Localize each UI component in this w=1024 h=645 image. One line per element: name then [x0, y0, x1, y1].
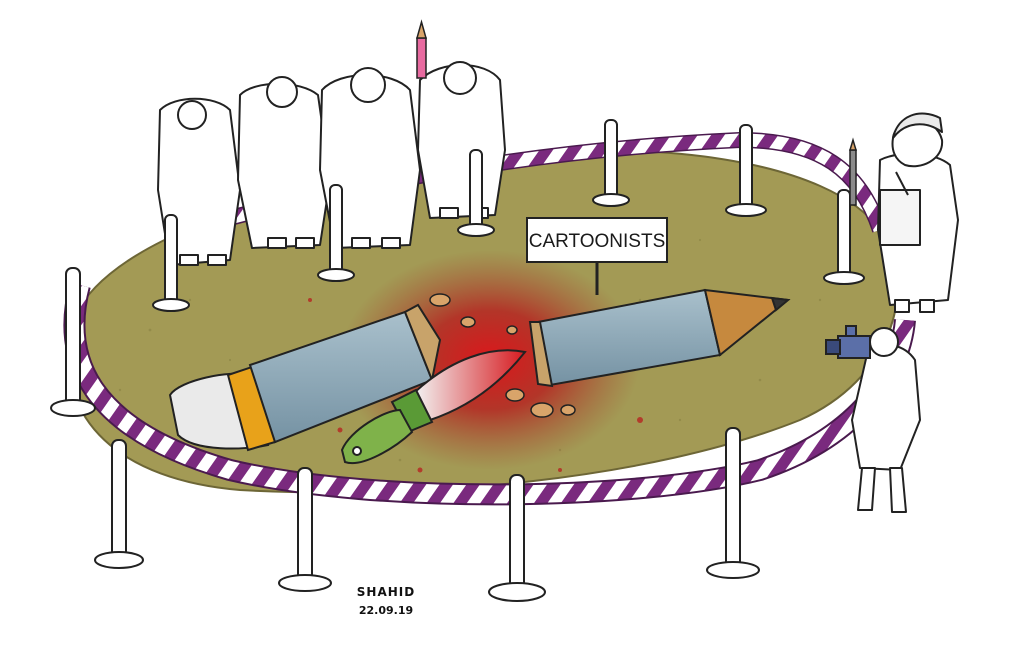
mourner-2 [237, 76, 331, 249]
reporter-pencil-icon [848, 137, 858, 206]
stanchion-posts-front [50, 267, 760, 602]
mourner-3 [319, 67, 421, 249]
stanchion-posts-back [152, 119, 865, 312]
mourner-1 [157, 97, 241, 266]
signature-date: 22.09.19 [359, 604, 413, 617]
cartoonists-sign: CARTOONISTS [526, 217, 668, 295]
sign-label: CARTOONISTS [529, 231, 666, 252]
knife [340, 349, 527, 465]
mourners-group [157, 61, 506, 266]
video-camera-icon [825, 325, 871, 359]
cameraman [851, 327, 921, 513]
pencil-right-half [528, 288, 791, 388]
small-pencil-icon [416, 19, 427, 79]
mourner-4 [417, 61, 506, 219]
signature-name: SHAHID [357, 585, 415, 599]
artist-signature: SHAHID 22.09.19 [357, 585, 415, 617]
pencil-debris [429, 293, 576, 418]
reporter [877, 112, 959, 313]
pencil-left-half [168, 303, 442, 452]
